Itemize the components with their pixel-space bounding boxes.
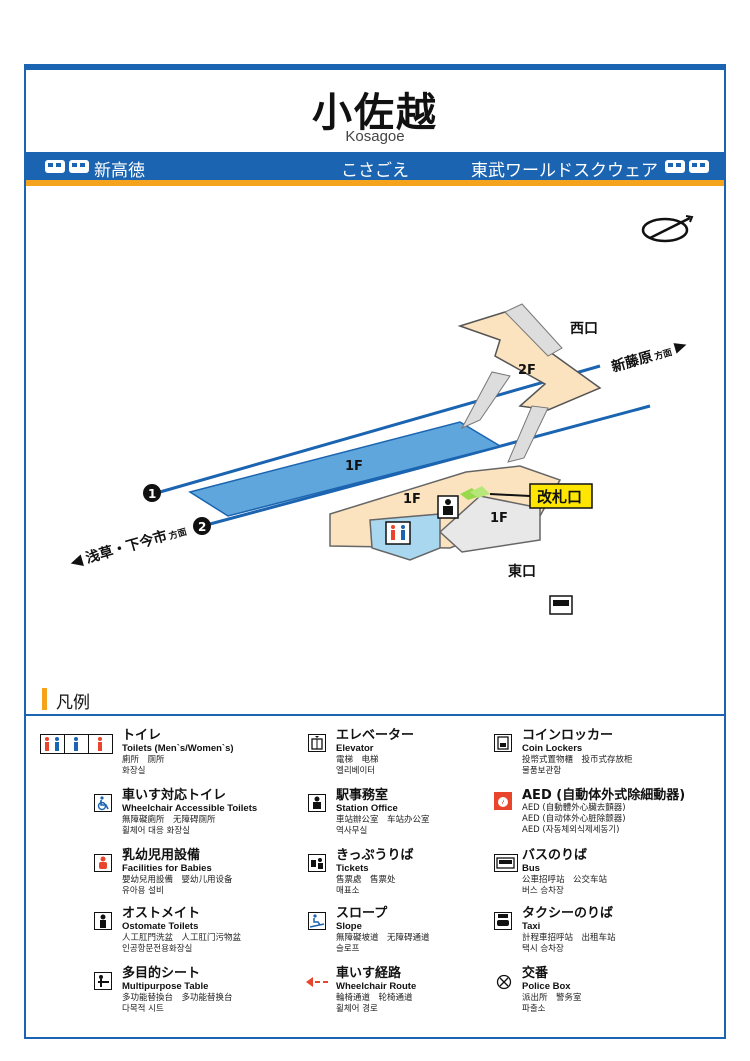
ticket-gate-label-box	[529, 483, 593, 509]
track-1-label: 1	[148, 487, 156, 501]
stairs-concourse	[507, 405, 549, 463]
platform-1f-label: 1F	[345, 459, 363, 474]
stairs-west	[504, 303, 563, 357]
direction-right-suffix: 方面	[653, 346, 674, 363]
track-2-marker	[193, 517, 211, 535]
station-name-ja: 小佐越	[312, 90, 438, 136]
legend-item-police-box: 交番 Police Box 派出所 警务室 파출소	[522, 966, 582, 1014]
elevator-icon	[308, 734, 326, 752]
track-1-marker	[143, 484, 161, 502]
police-box-icon	[496, 974, 512, 994]
legend-title: 凡例	[56, 693, 90, 713]
legend-item-tickets: きっぷうりば Tickets 售票處 售票处 매표소	[336, 848, 414, 896]
station-office-legend-icon	[308, 794, 326, 812]
legend-item-aed: AED (自動体外式除細動器) AED (自動體外心臟去顫器) AED (自动体…	[522, 788, 686, 835]
platform-1f	[188, 421, 502, 517]
direction-left-suffix: 方面	[167, 526, 188, 543]
gate-area-1f	[438, 495, 541, 553]
station-office-icon	[437, 495, 459, 519]
line-bar	[26, 152, 724, 180]
concourse-1f-label: 1F	[403, 492, 421, 507]
baby-facility-icon	[94, 854, 112, 872]
station-kana: こさごえ	[341, 161, 409, 181]
legend-item-toilets: トイレ Toilets (Men`s/Women`s) 廁所 厕所 화장실	[122, 728, 234, 776]
legend-item-multipurpose: 多目的シート Multipurpose Table 多功能替換台 多功能替换台 …	[122, 966, 233, 1014]
stairs-platform	[460, 371, 511, 430]
overpass-2f-label: 2F	[518, 363, 536, 378]
station-map: 1F 2F 1F 1F 改札口 西口 東口 新藤原 方面	[70, 215, 694, 615]
legend-item-coin-lockers: コインロッカー Coin Lockers 投幣式置物櫃 投币式存放柜 물품보관함	[522, 728, 633, 776]
legend-item-baby: 乳幼児用設備 Facilities for Babies 嬰幼兒用設備 婴幼儿用…	[122, 848, 233, 896]
track-2-label: 2	[198, 520, 206, 534]
train-icon	[665, 160, 709, 173]
toilet-icon	[385, 521, 411, 545]
line-bar-accent	[26, 180, 724, 186]
taxi-icon	[494, 912, 512, 930]
legend-item-wheelchair-route: 車いす経路 Wheelchair Route 輪椅通道 轮椅通道 휠체어 경로	[336, 966, 417, 1014]
track-1-line	[159, 364, 601, 494]
west-exit-label: 西口	[570, 321, 598, 337]
multipurpose-table-icon	[94, 972, 112, 990]
legend-item-ostomate: オストメイト Ostomate Toilets 人工肛門洗盆 人工肛门污物盆 인…	[122, 906, 242, 954]
legend-item-station-office: 駅事務室 Station Office 車站辦公室 车站办公室 역사무실	[336, 788, 430, 836]
station-name-en: Kosagoe	[345, 128, 405, 145]
legend-toilet-icon	[40, 734, 114, 754]
ticket-gate-marker	[460, 486, 490, 500]
legend-item-slope: スロープ Slope 無障礙坡道 无障碍通道 슬로프	[336, 906, 430, 954]
ticket-icon	[308, 854, 326, 872]
ostomate-icon	[94, 912, 112, 930]
direction-left: 浅草・下今市	[84, 527, 169, 566]
legend-item-elevator: エレベーター Elevator 電梯 电梯 엘리베이터	[336, 728, 415, 776]
compass-icon	[641, 215, 694, 243]
legend-item-bus: バスのりば Bus 公車招呼站 公交车站 버스 승차장	[522, 848, 608, 896]
train-icon	[45, 160, 89, 173]
wheelchair-route-icon	[306, 974, 332, 993]
direction-right: 新藤原	[610, 348, 655, 376]
slope-icon	[308, 912, 326, 930]
next-station: 東武ワールドスクウェア	[471, 161, 658, 181]
aed-icon	[494, 792, 512, 810]
coin-locker-icon	[494, 734, 512, 752]
legend-accent	[42, 688, 47, 710]
gate-area-1f-label: 1F	[490, 511, 508, 526]
legend-item-taxi: タクシーのりば Taxi 計程車招呼站 出租车站 택시 승차장	[522, 906, 616, 954]
wheelchair-toilet-icon	[94, 794, 112, 812]
east-exit-label: 東口	[508, 563, 536, 580]
legend-item-wheelchair-toilets: 車いす対応トイレ Wheelchair Accessible Toilets 無…	[122, 788, 258, 836]
map-frame	[24, 64, 726, 1039]
ticket-gate-label: 改札口	[537, 488, 582, 506]
bus-icon	[549, 595, 573, 615]
track-2-line	[209, 404, 651, 526]
bus-legend-icon	[494, 854, 518, 872]
prev-station: 新高徳	[94, 161, 145, 181]
legend-divider	[26, 714, 724, 716]
